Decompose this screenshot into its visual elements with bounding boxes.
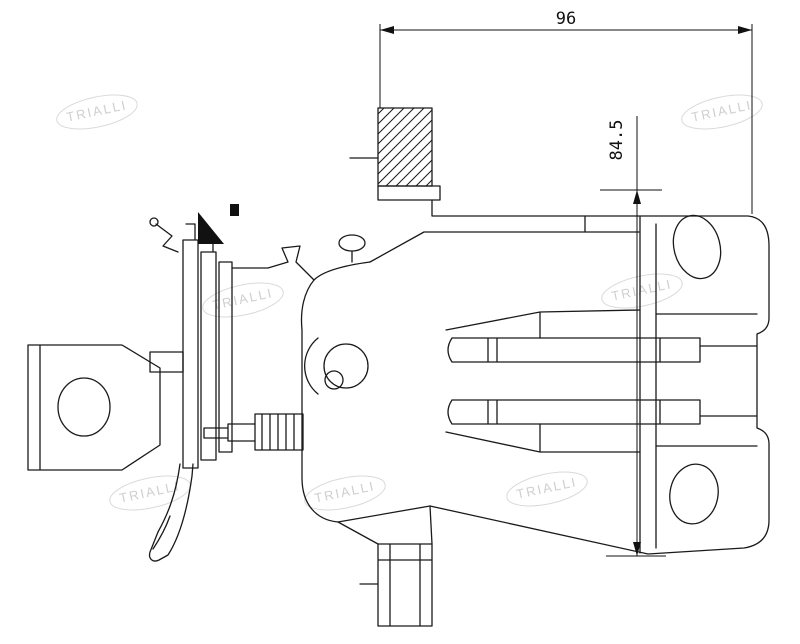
watermark-ellipse — [601, 273, 683, 309]
pad-pin — [149, 351, 184, 373]
dimension-height-84-5: 84.5 — [600, 116, 666, 557]
yoke-arms — [445, 309, 641, 453]
caliper-linework — [27, 107, 770, 627]
watermark-ellipse — [56, 94, 138, 130]
dim-96-label: 96 — [556, 9, 576, 29]
dim-845-extension-lines — [600, 189, 666, 557]
retainer-block — [230, 204, 239, 216]
watermark: TRIALLI — [56, 94, 138, 130]
hatched-section-base — [377, 185, 441, 201]
hatch-lines — [377, 107, 433, 187]
bracket-internal-lines — [655, 313, 758, 447]
watermark: TRIALLI — [601, 273, 683, 309]
watermark-ellipse — [506, 471, 588, 507]
dim-96-extension-lines — [379, 24, 753, 214]
watermark-ellipse — [304, 475, 386, 511]
watermark: TRIALLI — [304, 475, 386, 511]
dimension-width-96: 96 — [379, 9, 753, 214]
hook-lever — [148, 463, 194, 562]
pad-plate-stack — [182, 223, 233, 469]
piston-inner-circle — [324, 370, 344, 390]
bottom-tab — [359, 543, 433, 627]
guide-pin-lower — [447, 399, 701, 425]
watermark: TRIALLI — [202, 282, 284, 318]
watermark-ellipse — [681, 94, 763, 130]
watermark-ellipse — [202, 282, 284, 318]
dim-845-arrow-top — [633, 190, 641, 204]
fluid-port — [338, 234, 366, 252]
dim-845-arrow-bottom — [633, 542, 641, 556]
bleeder-screw — [203, 423, 256, 442]
piston-left-arc — [304, 337, 319, 395]
bridge-lower-edge — [369, 231, 641, 263]
pin-boot — [254, 413, 304, 451]
lever-arm-slot — [57, 377, 111, 437]
dim-845-label: 84.5 — [607, 120, 627, 161]
dimension-annotations: 96 84.5 — [379, 9, 753, 557]
spring-wire — [155, 223, 179, 253]
lever-arm — [27, 344, 161, 471]
dim-96-arrow-right — [738, 26, 752, 34]
bracket-outer-contour — [429, 199, 770, 555]
watermark: TRIALLI — [109, 475, 191, 511]
watermark: TRIALLI — [506, 471, 588, 507]
spring-wire-end — [149, 217, 159, 227]
dim-96-arrow-left — [380, 26, 394, 34]
mounting-hole-top — [672, 214, 722, 280]
bottom-tab-connectors — [337, 505, 433, 545]
retainer-flag — [198, 212, 224, 244]
housing-left-contour — [300, 261, 431, 523]
bracket-face-lines — [639, 215, 657, 554]
housing-upper-arm — [231, 245, 315, 281]
guide-pin-upper — [447, 337, 701, 363]
piston-boss-circle — [323, 343, 369, 389]
mounting-hole-bottom — [669, 463, 719, 525]
